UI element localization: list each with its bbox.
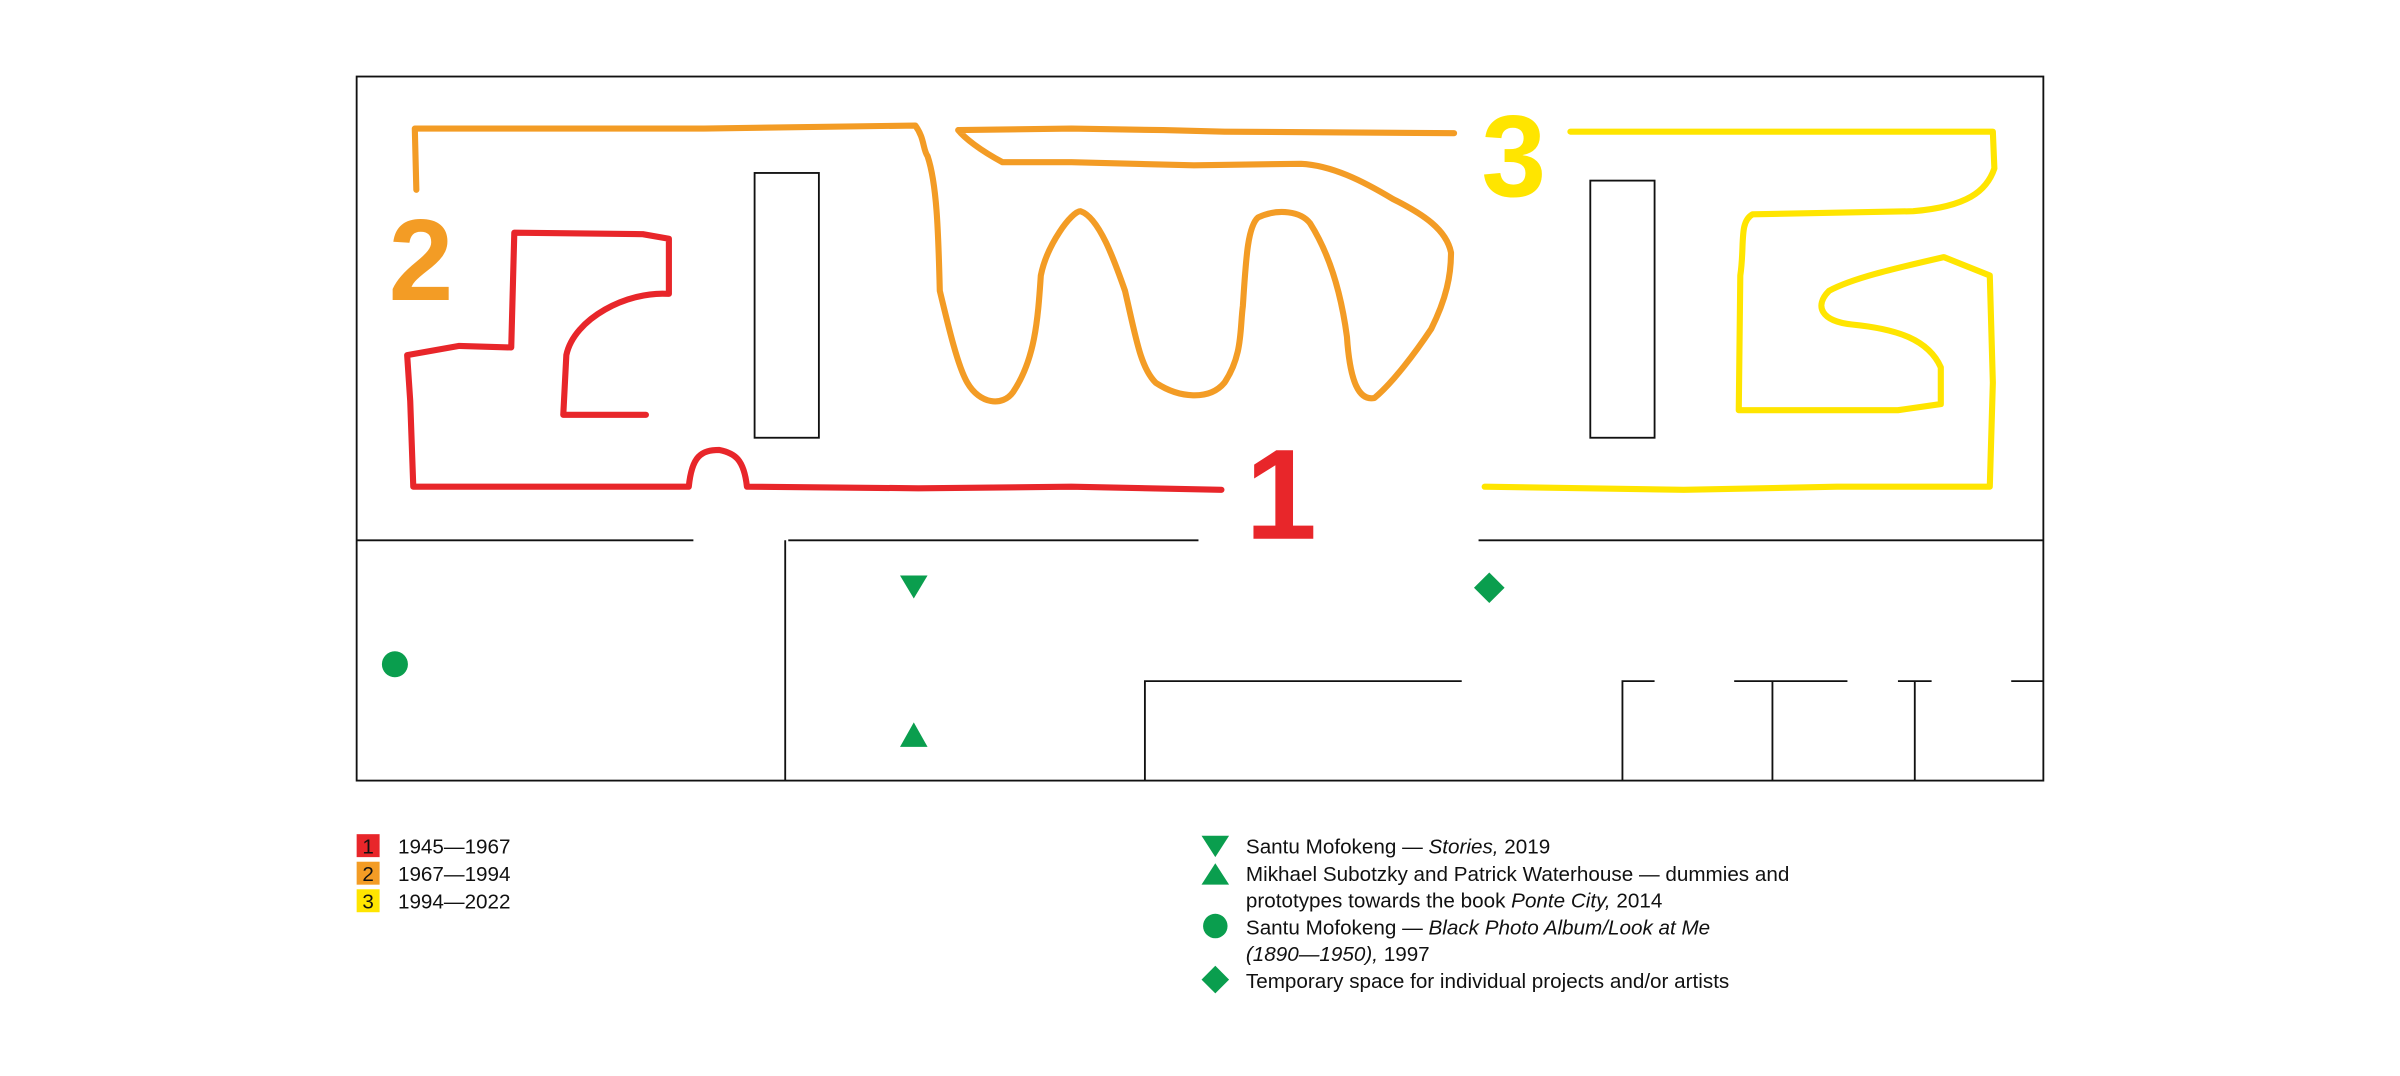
legend-number: 3 xyxy=(362,890,374,913)
route-period-3 xyxy=(1481,128,1998,493)
room-label-2: 2 xyxy=(389,195,454,325)
legend-item-cont: (1890—1950), 1997 xyxy=(1246,943,1430,966)
diamond-icon xyxy=(1473,572,1505,604)
legend-works: Santu Mofokeng — Stories, 2019 Mikhael S… xyxy=(1201,835,1789,994)
legend-swatch-3 xyxy=(356,889,380,913)
triangle-down-icon xyxy=(900,575,928,599)
triangle-up-icon xyxy=(1201,863,1230,885)
diamond-icon xyxy=(1201,965,1230,994)
interior-walls xyxy=(356,539,2044,781)
triangle-up-icon xyxy=(900,722,928,747)
triangle-down-icon xyxy=(1201,835,1230,858)
pillar xyxy=(753,172,820,439)
legend-label: 1967—1994 xyxy=(398,863,511,886)
legend-item: Santu Mofokeng — Stories, 2019 xyxy=(1246,835,1550,858)
legend-swatch-2 xyxy=(356,861,380,885)
legend-label: 1945—1967 xyxy=(398,835,511,858)
legend-periods: 1 1945—1967 2 1967—1994 3 1994—2022 xyxy=(356,834,511,913)
circle-icon xyxy=(381,651,408,678)
room-label-1: 1 xyxy=(1245,424,1317,567)
legend-item: Santu Mofokeng — Black Photo Album/Look … xyxy=(1246,916,1710,939)
circle-icon xyxy=(1203,913,1228,939)
legend-number: 1 xyxy=(362,835,374,858)
legend-item: Temporary space for individual projects … xyxy=(1246,970,1729,993)
pillar xyxy=(1589,179,1656,439)
walls xyxy=(355,75,2045,782)
route-period-1 xyxy=(404,229,1225,493)
legend-swatch-1 xyxy=(356,834,380,858)
route-period-2 xyxy=(411,122,1458,405)
room-label-3: 3 xyxy=(1481,91,1546,221)
outer-wall xyxy=(355,75,2045,782)
legend-item-cont: prototypes towards the book Ponte City, … xyxy=(1246,890,1662,913)
legend-number: 2 xyxy=(362,863,374,886)
legend-label: 1994—2022 xyxy=(398,890,511,913)
legend-item: Mikhael Subotzky and Patrick Waterhouse … xyxy=(1246,863,1789,886)
